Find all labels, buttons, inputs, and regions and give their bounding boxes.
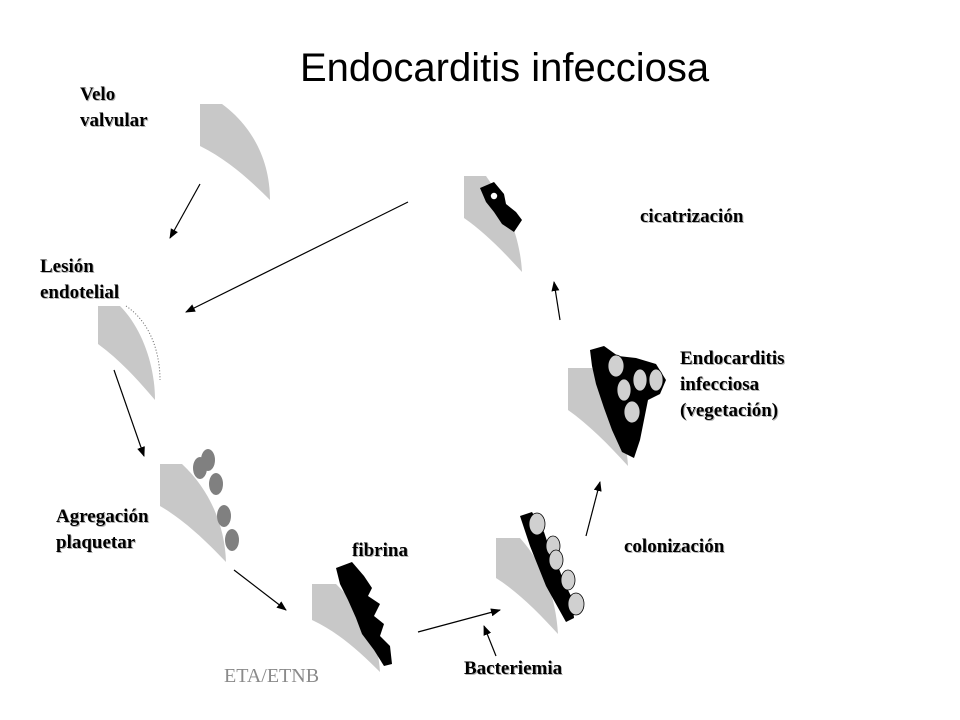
label-agregacion-plaquetar: Agregación plaquetar — [56, 506, 149, 553]
valve-leaflet-healed — [464, 176, 522, 272]
valve-leaflet-normal — [200, 104, 270, 200]
valve-leaflet-lesion — [98, 306, 155, 400]
label-vegetacion: Endocarditis infecciosa (vegetación) — [680, 348, 785, 421]
arrow-bacteriemia-pointer — [483, 625, 497, 657]
label-lesion-endotelial: Lesión endotelial — [40, 256, 120, 303]
arrow-cicatrizacion-to-lesion — [185, 201, 409, 313]
bacteria-colonies — [528, 512, 585, 616]
endothelial-damage-line — [125, 305, 161, 381]
vegetation-bacteria — [607, 354, 664, 424]
valve-leaflet-fibrin — [312, 584, 380, 672]
valve-leaflet-colonization — [496, 538, 558, 634]
arrow-agregacion-to-fibrina — [233, 569, 287, 611]
arrow-vegetacion-to-cicatrizacion — [551, 281, 561, 321]
label-fibrina: fibrina — [352, 540, 408, 561]
valve-leaflet-platelets — [160, 464, 226, 562]
fibrin-deposit — [336, 562, 392, 666]
label-colonizacion: colonización — [624, 536, 725, 557]
arrow-lesion-to-agregacion — [113, 369, 145, 457]
arrow-velo-to-lesion — [169, 183, 201, 239]
credit-label: ETA/ETNB — [224, 665, 320, 687]
scar-tissue — [480, 182, 522, 232]
scar-core — [490, 192, 498, 200]
colonized-fibrin — [520, 512, 574, 622]
label-velo-valvular: Velo valvular — [80, 84, 148, 131]
valve-leaflet-vegetation — [568, 368, 628, 466]
label-bacteriemia: Bacteriemia — [464, 658, 563, 679]
platelet-cluster — [193, 449, 239, 551]
label-cicatrizacion: cicatrización — [640, 206, 744, 227]
arrow-colonizacion-to-vegetacion — [585, 481, 602, 537]
arrow-fibrina-to-colonizacion — [417, 608, 501, 633]
diagram-title: Endocarditis infecciosa — [300, 46, 710, 90]
cycle-arrows — [113, 183, 602, 657]
